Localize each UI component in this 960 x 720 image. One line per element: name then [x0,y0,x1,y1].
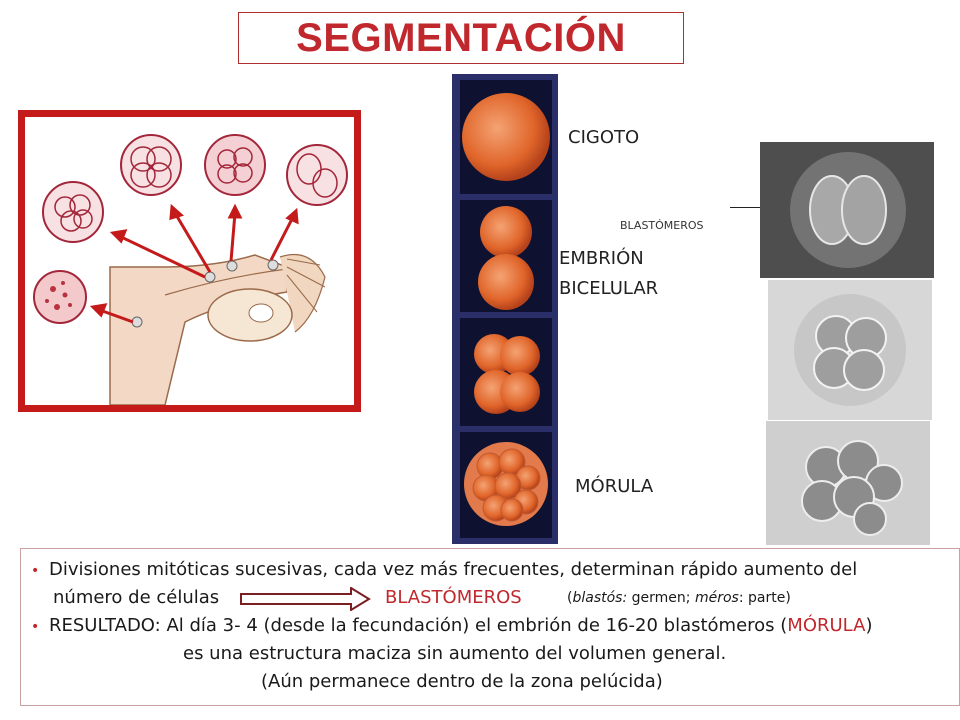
bullet2-line2: es una estructura maciza sin aumento del… [183,643,727,664]
micrograph-morula [766,421,930,545]
oviduct-illustration [25,117,354,405]
etymology-word1: blastós: [572,590,628,606]
label-morula: MÓRULA [575,476,654,497]
bullet1-line1: Divisiones mitóticas sucesivas, cada vez… [49,559,858,580]
etymology-meaning1: germen; [627,590,695,606]
bullet-marker: • [31,563,40,579]
etymology-meaning2: : parte) [738,590,791,606]
bullet1-line2: número de células [53,587,220,608]
cleavage-photos [460,80,552,538]
micrograph-four-cell [768,280,932,420]
bullet-marker: • [31,619,40,635]
bullet2-line1-end: ) [865,615,873,636]
micrograph-two-cell [760,142,934,278]
oviduct-illustration-frame [18,110,361,412]
etymology-open: ( [567,590,573,606]
bullet2-line1-text: RESULTADO: Al día 3- 4 (desde la fecunda… [49,615,788,636]
bullet2-line1: RESULTADO: Al día 3- 4 (desde la fecunda… [49,615,872,636]
term-morula: MÓRULA [787,615,866,636]
bullet2-line3: (Aún permanece dentro de la zona pelúcid… [261,671,663,692]
etymology-word2: méros [694,590,739,606]
label-zygote: CIGOTO [568,127,640,148]
term-blastomeres: BLASTÓMEROS [385,587,522,608]
cleavage-photo-strip [452,74,558,544]
arrow-right-icon [240,587,371,611]
page-title: SEGMENTACIÓN [296,15,626,60]
label-two-cell-line1: EMBRIÓN [559,248,644,269]
title-box: SEGMENTACIÓN [238,12,684,64]
etymology: (blastós: germen; méros: parte) [567,590,791,606]
label-two-cell-line2: BICELULAR [559,278,659,299]
oviduct-drawing [33,134,348,405]
label-blastomeres: BLASTÓMEROS [620,219,704,232]
description-box: • Divisiones mitóticas sucesivas, cada v… [20,548,960,706]
